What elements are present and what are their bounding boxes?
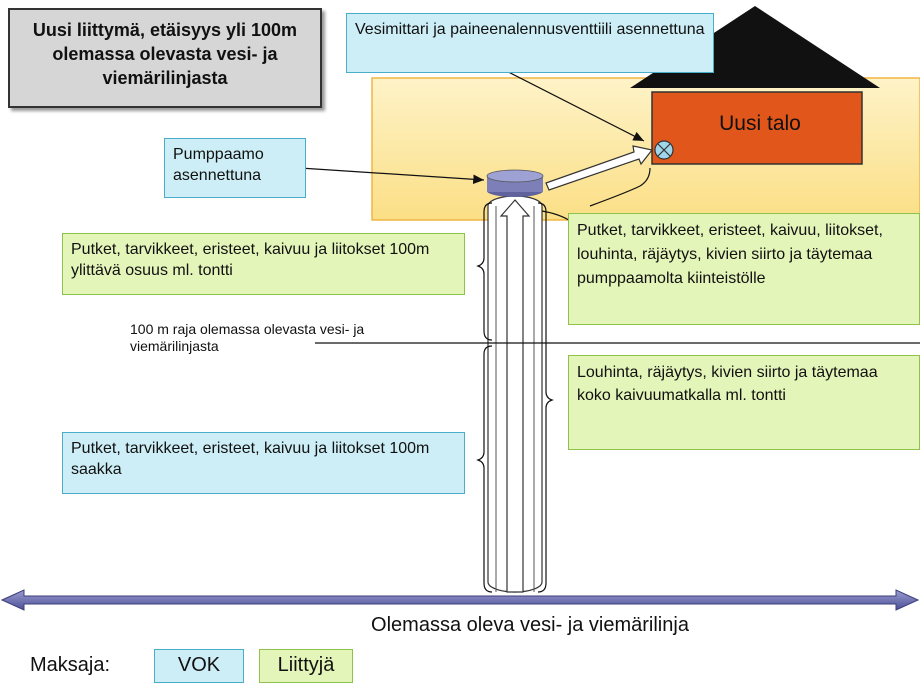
house-label: Uusi talo — [719, 112, 801, 135]
brace-over-100m — [476, 202, 493, 341]
brace-whole-trench — [537, 202, 554, 593]
pump-to-property-callout: Putket, tarvikkeet, eristeet, kaivuu, li… — [568, 213, 920, 325]
legend-vok: VOK — [154, 649, 244, 683]
up-to-100m-callout: Putket, tarvikkeet, eristeet, kaivuu ja … — [62, 432, 465, 494]
pump-top — [486, 169, 544, 183]
over-100m-callout: Putket, tarvikkeet, eristeet, kaivuu ja … — [62, 233, 465, 295]
meter-valve-callout: Vesimittari ja paineenalennusventtiili a… — [346, 13, 714, 73]
main-line-arrow — [0, 589, 920, 611]
legend-liittyja: Liittyjä — [259, 649, 353, 683]
legend-payer-label: Maksaja: — [30, 654, 111, 676]
main-line-label: Olemassa oleva vesi- ja viemärilinja — [371, 614, 689, 636]
pump-station-callout: Pumppaamo asennettuna — [164, 138, 306, 198]
limit-line-label: 100 m raja olemassa olevasta vesi- ja vi… — [130, 321, 365, 354]
house-connection-pipe — [545, 145, 654, 191]
house-wall — [651, 91, 863, 165]
excavation-callout: Louhinta, räjäytys, kivien siirto ja täy… — [568, 355, 920, 450]
brace-up-to-100m — [476, 345, 493, 593]
diagram-title: Uusi liittymä, etäisyys yli 100m olemass… — [8, 8, 322, 108]
pipe-up-arrow — [499, 199, 531, 593]
brace-property-end — [589, 167, 651, 207]
pump-pointer — [299, 167, 485, 185]
